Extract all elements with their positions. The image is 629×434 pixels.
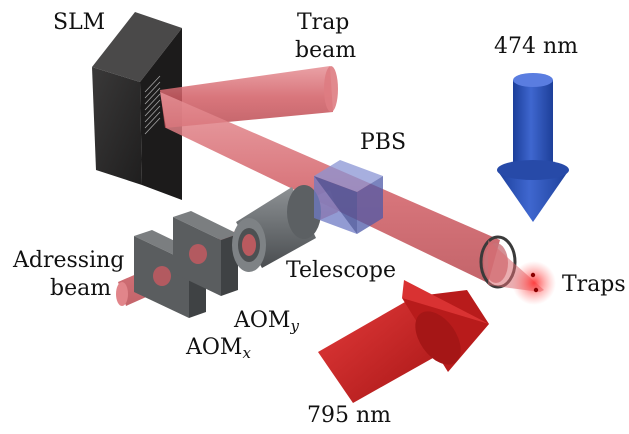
slm-device xyxy=(92,12,182,200)
slm-label: SLM xyxy=(53,10,106,35)
aom-y-label: AOMy xyxy=(234,308,299,335)
addressing-beam-label-line2: beam xyxy=(50,276,112,301)
wavelength-474-label: 474 nm xyxy=(494,34,579,59)
traps-glow xyxy=(512,261,556,305)
pbs-cube xyxy=(314,160,383,234)
addressing-beam-label-line1: Adressing xyxy=(13,248,125,273)
trap-beam-label-line1: Trap xyxy=(297,10,350,35)
telescope-label: Telescope xyxy=(286,258,396,283)
pbs-label: PBS xyxy=(360,130,407,155)
blue-arrow-474nm xyxy=(497,73,569,222)
traps-label: Traps xyxy=(562,272,626,297)
trap-beam-label-line2: beam xyxy=(295,38,357,63)
focusing-lens xyxy=(479,235,544,292)
aom-x-label: AOMx xyxy=(186,335,251,362)
wavelength-795-label: 795 nm xyxy=(307,403,392,428)
aom-y-device xyxy=(173,211,238,296)
telescope-device xyxy=(232,185,321,272)
red-arrow-795nm xyxy=(318,280,489,403)
